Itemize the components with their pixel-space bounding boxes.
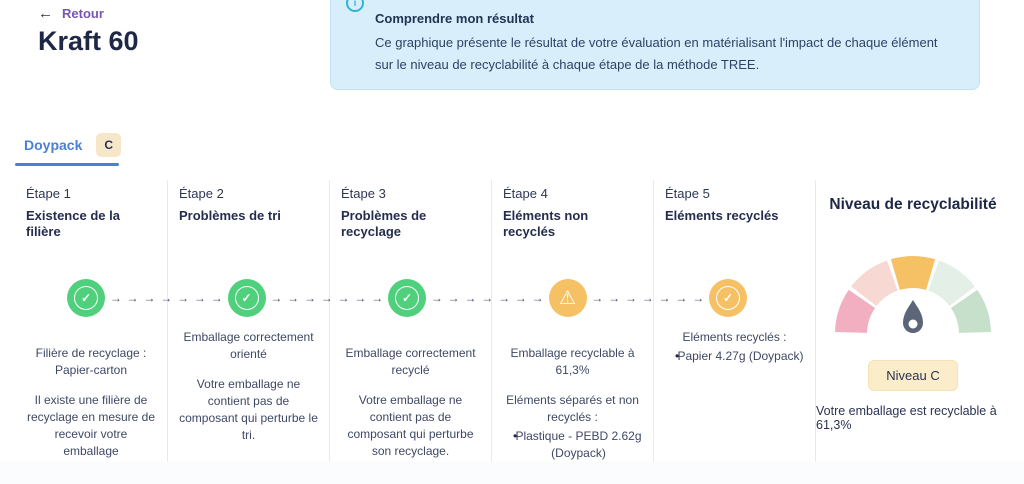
gauge-title: Niveau de recyclabilité <box>829 196 997 213</box>
step-number: Étape 1 <box>26 186 71 201</box>
warning-circle-icon: ⚠ <box>548 279 587 317</box>
recycled-elements-list: Papier 4.27g (Doypack) <box>665 348 804 365</box>
arrow-icon: → <box>143 291 156 305</box>
step-column-2: Étape 2 Problèmes de tri Emballage corre… <box>168 180 330 462</box>
step-number: Étape 3 <box>341 186 386 201</box>
check-glyph: ✓ <box>74 286 98 310</box>
recycled-check-circle-icon: ✓ <box>709 279 747 317</box>
info-box-title: Comprendre mon résultat <box>375 11 534 26</box>
arrow-icon: → <box>109 291 122 305</box>
arrow-icon: → <box>641 291 654 305</box>
check-glyph: ✓ <box>234 286 259 310</box>
gauge-segment-4 <box>927 260 975 307</box>
step-title: Problèmes de tri <box>179 208 281 223</box>
step-title: Eléments non recyclés <box>503 208 589 239</box>
step-subtitle: Eléments recyclés : <box>682 330 787 344</box>
list-item: Papier 4.27g (Doypack) <box>665 348 804 365</box>
step-subtitle: Emballage recyclable à 61,3% <box>510 346 635 377</box>
gauge-segment-2 <box>851 260 899 307</box>
gauge-needle-icon <box>903 300 923 333</box>
warning-glyph: ⚠ <box>558 287 577 309</box>
gauge-needle-hole <box>908 319 918 329</box>
list-item: Plastique - PEBD 2.62g (Doypack) <box>503 428 642 462</box>
step-number: Étape 2 <box>179 186 224 201</box>
step-column-5: Étape 5 Eléments recyclés Eléments recyc… <box>654 180 816 462</box>
info-box-body: Ce graphique présente le résultat de vot… <box>375 35 938 72</box>
arrow-icon: → <box>193 291 206 305</box>
gauge-segment-3-active <box>890 256 936 291</box>
check-circle-icon: ✓ <box>227 279 266 317</box>
arrow-icon: → <box>591 291 604 305</box>
back-arrow-icon: ← <box>38 5 53 22</box>
step-subtitle: Emballage correctement orienté <box>183 330 314 361</box>
check-circle-icon: ✓ <box>388 279 426 317</box>
tree-steps-grid: Étape 1 Existence de la filière Filière … <box>15 180 1010 484</box>
tab-grade-badge: C <box>96 133 122 157</box>
step-description: Eléments séparés et non recyclés : <box>506 393 639 424</box>
step-title: Eléments recyclés <box>665 208 779 223</box>
step-number: Étape 5 <box>665 186 710 201</box>
arrow-icon: → <box>464 291 477 305</box>
bottom-strip <box>0 462 1024 484</box>
check-circle-icon: ✓ <box>67 279 105 317</box>
step-description: Votre emballage ne contient pas de compo… <box>347 393 474 458</box>
arrow-icon: → <box>210 291 223 305</box>
step-title: Problèmes de recyclage <box>341 208 427 239</box>
arrow-icon: → <box>498 291 511 305</box>
check-glyph: ✓ <box>395 286 419 310</box>
recyclability-gauge-chart <box>835 256 991 334</box>
gauge-segment-1 <box>835 289 876 334</box>
check-glyph: ✓ <box>716 286 740 310</box>
step-column-4: Étape 4 Eléments non recyclés Emballage … <box>492 180 654 484</box>
gauge-segment-5 <box>950 289 991 334</box>
gauge-caption: Votre emballage est recyclable à 61,3% <box>816 404 997 432</box>
arrow-icon: → <box>287 291 300 305</box>
arrow-icon: → <box>303 291 316 305</box>
step-description: Votre emballage ne contient pas de compo… <box>179 377 318 442</box>
arrow-icon: → <box>354 291 367 305</box>
tree-progress-chain: ✓ → → → → → → → ✓ → → → → → → → ✓ → → → … <box>67 279 747 317</box>
arrow-icon: → <box>624 291 637 305</box>
level-badge: Niveau C <box>868 360 958 391</box>
arrow-icon: → <box>514 291 527 305</box>
recyclability-gauge-panel: Niveau de recyclabilité Niveau C Votre e… <box>816 180 1010 462</box>
info-icon: i <box>346 0 364 12</box>
arrow-icon: → <box>430 291 443 305</box>
arrow-icon: → <box>658 291 671 305</box>
step-column-3: Étape 3 Problèmes de recyclage Emballage… <box>330 180 492 462</box>
arrow-icon: → <box>447 291 460 305</box>
back-link-label: Retour <box>62 6 104 21</box>
page-title: Kraft 60 <box>38 26 139 56</box>
arrow-icon: → <box>531 291 544 305</box>
step-number: Étape 4 <box>503 186 548 201</box>
step-subtitle: Emballage correctement recyclé <box>345 346 476 377</box>
tab-active-underline <box>15 163 119 166</box>
arrow-icon: → <box>608 291 621 305</box>
back-link[interactable]: ← Retour <box>38 5 104 22</box>
arrow-icon: → <box>160 291 173 305</box>
step-title: Existence de la filière <box>26 208 120 239</box>
step-column-1: Étape 1 Existence de la filière Filière … <box>15 180 168 462</box>
step-subtitle: Filière de recyclage : Papier-carton <box>35 346 147 377</box>
step-description: Il existe une filière de recyclage en me… <box>26 393 156 458</box>
arrow-icon: → <box>692 291 705 305</box>
arrow-icon: → <box>320 291 333 305</box>
arrow-icon: → <box>126 291 139 305</box>
arrow-icon: → <box>177 291 190 305</box>
arrow-icon: → <box>481 291 494 305</box>
tab-label: Doypack <box>24 137 83 153</box>
arrow-icon: → <box>675 291 688 305</box>
arrow-icon: → <box>337 291 350 305</box>
tab-doypack[interactable]: Doypack C <box>24 133 122 157</box>
arrow-icon: → <box>371 291 384 305</box>
arrow-icon: → <box>270 291 283 305</box>
info-box: i Comprendre mon résultat Ce graphique p… <box>330 0 980 90</box>
